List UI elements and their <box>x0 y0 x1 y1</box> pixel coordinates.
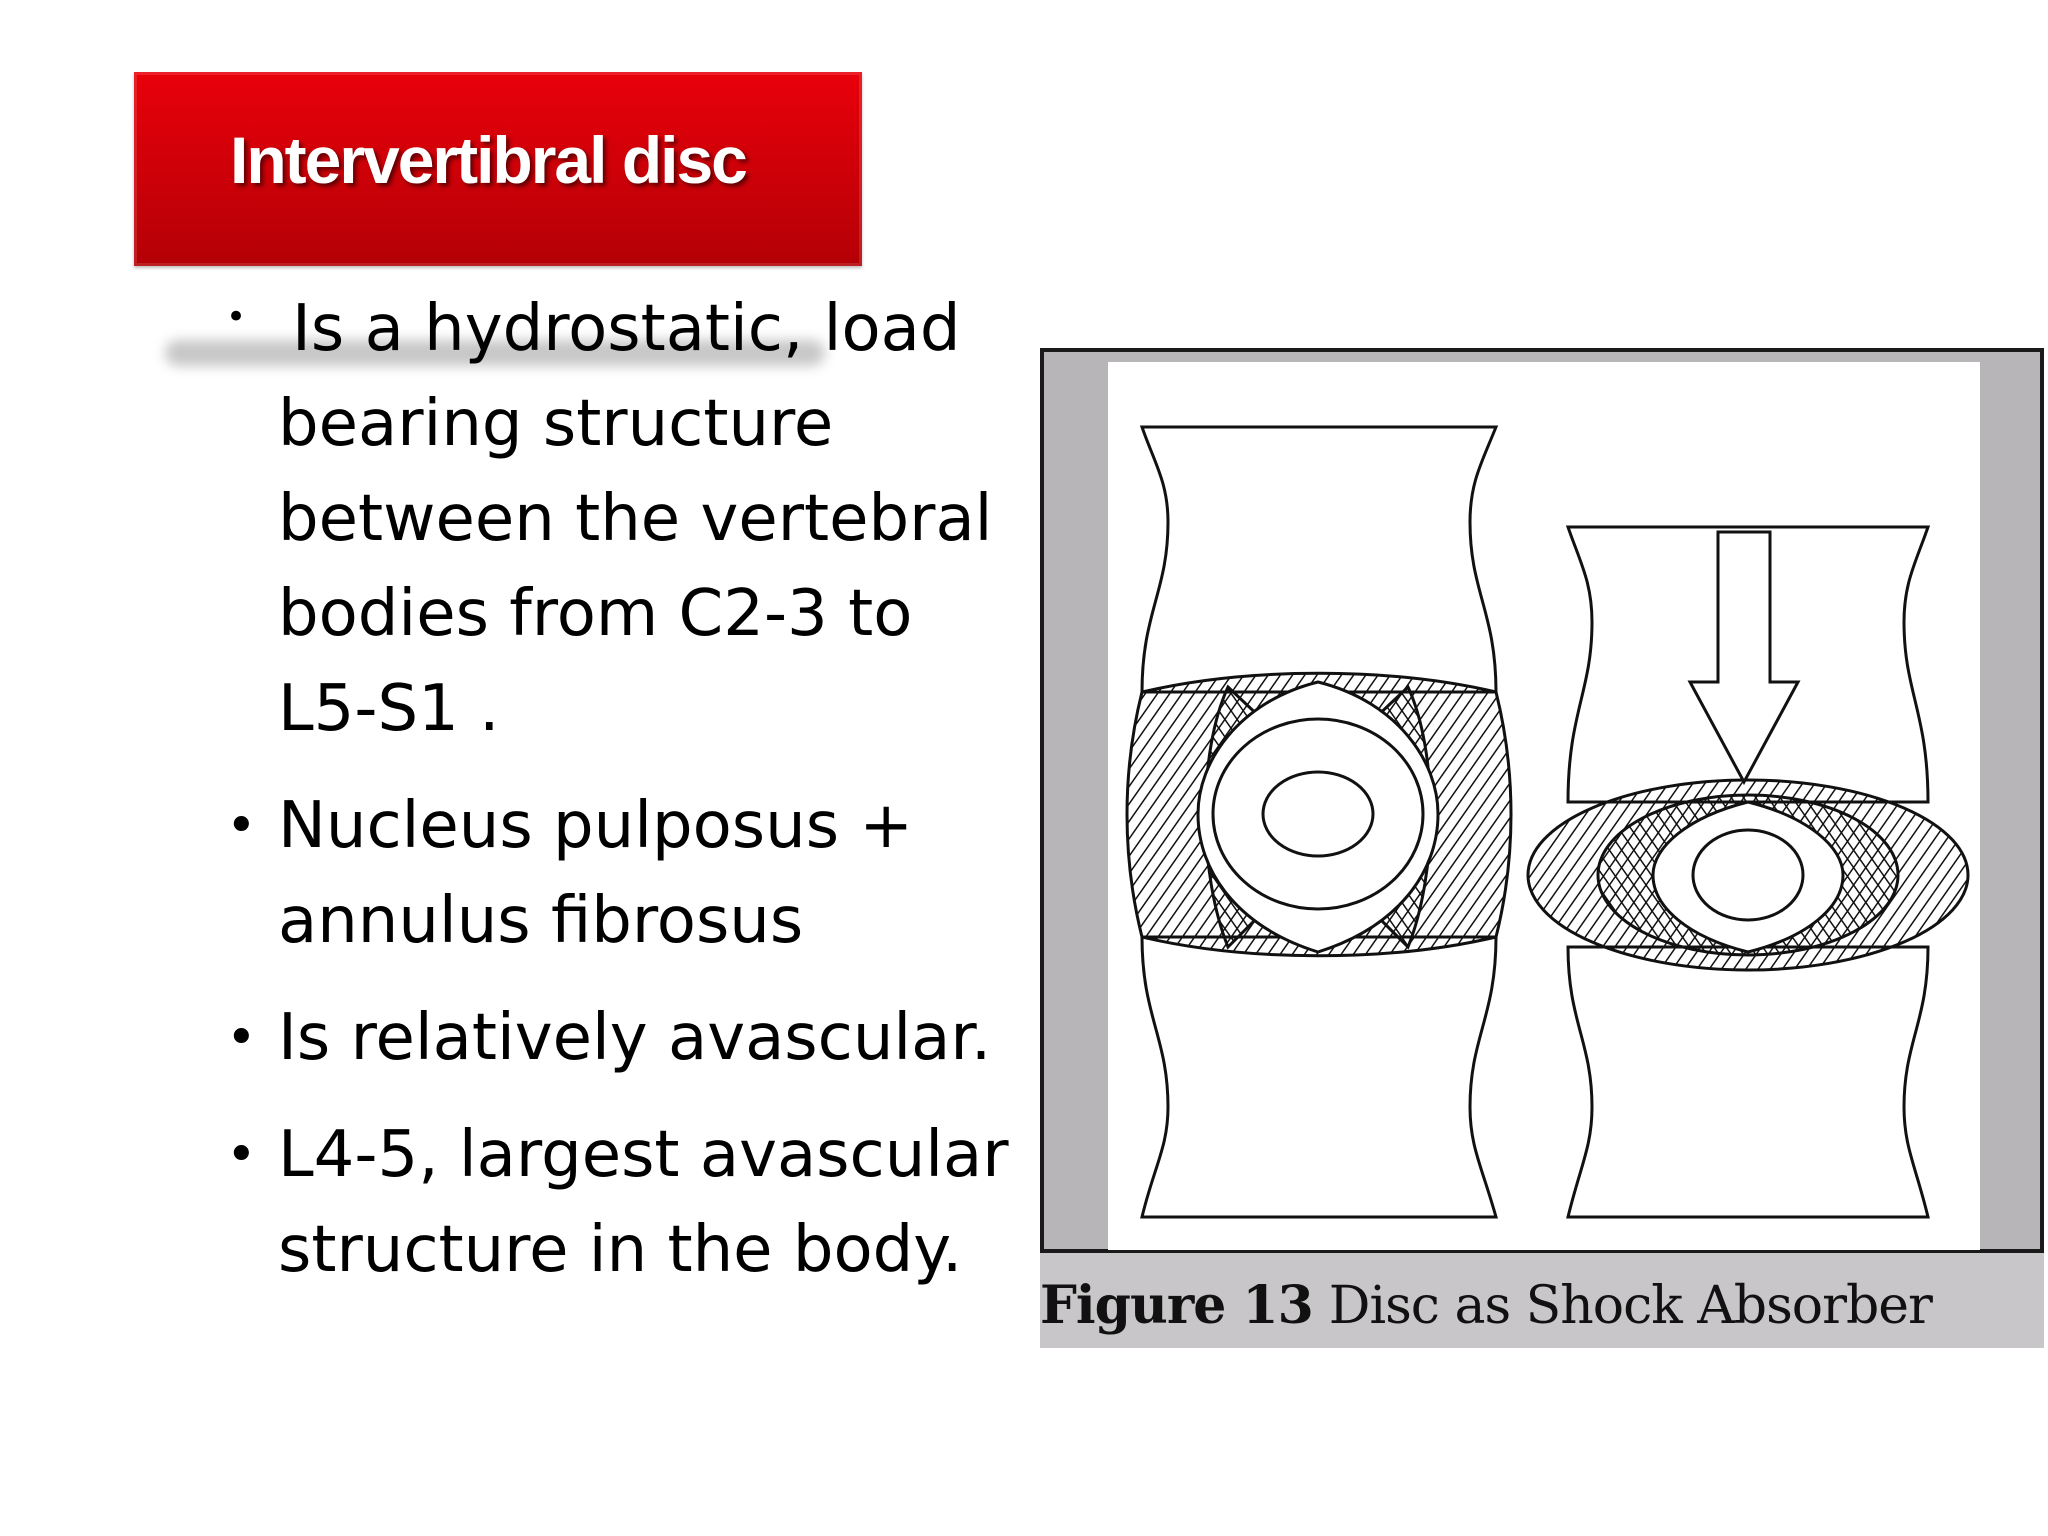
figure-illustration <box>1108 362 1980 1250</box>
figure-caption-text: Disc as Shock Absorber <box>1328 1276 1933 1336</box>
vertebra-column-compressed-icon <box>1526 525 1970 1219</box>
bullet-item: • Is relatively avascular. <box>218 991 1018 1086</box>
bullet-list: • Is a hydrostatic, load bearing structu… <box>218 282 1018 1320</box>
bullet-text: Is relatively avascular. <box>278 1001 992 1075</box>
bullet-text: Nucleus pulposus + annulus fibrosus <box>278 789 913 958</box>
bullet-text: L4-5, largest avascular structure in the… <box>278 1118 1009 1287</box>
bullet-dot-icon: • <box>226 796 257 856</box>
bullet-item: • Nucleus pulposus + annulus fibrosus <box>218 779 1018 969</box>
down-arrow-icon <box>1687 530 1801 786</box>
bullet-dot-icon: • <box>226 297 247 337</box>
bullet-text: Is a hydrostatic, load bearing structure… <box>278 292 993 746</box>
title-banner: Intervertibral disc <box>134 72 862 266</box>
bullet-dot-icon: • <box>226 1008 257 1068</box>
bullet-item: • L4-5, largest avascular structure in t… <box>218 1108 1018 1298</box>
slide-title: Intervertibral disc <box>230 123 748 197</box>
bullet-dot-icon: • <box>226 1125 257 1185</box>
figure-label: Figure 13 <box>1040 1275 1314 1336</box>
figure-frame <box>1040 348 2044 1253</box>
decorative-shadow <box>165 340 825 366</box>
disc-diagram <box>1125 425 1970 1219</box>
vertebra-column-uncompressed-icon <box>1125 425 1513 1219</box>
bullet-item: • Is a hydrostatic, load bearing structu… <box>218 282 1018 757</box>
